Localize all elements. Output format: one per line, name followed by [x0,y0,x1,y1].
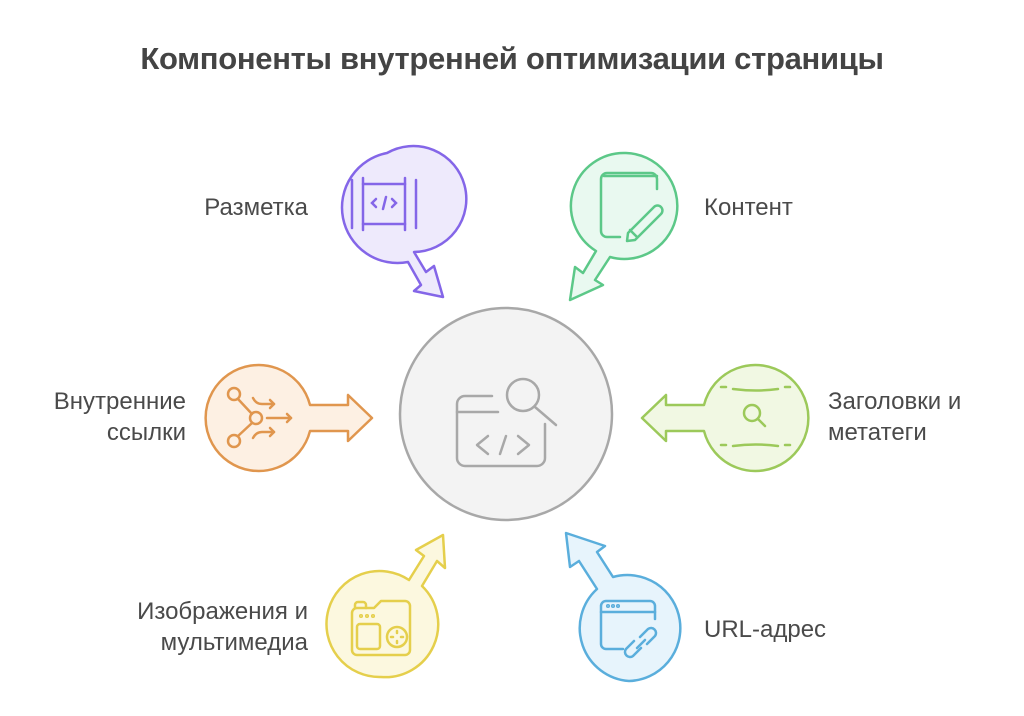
node-headings-meta [640,363,810,473]
label-images-media: Изображения и мультимедиа [137,598,308,656]
node-markup [340,144,468,299]
node-images-media [325,533,447,679]
browser-link-icon [599,599,658,659]
label-internal-links: Внутренние ссылки [53,388,186,446]
label-headings-meta: Заголовки и метатеги [828,388,962,446]
camera-icon [350,599,412,657]
code-frame-icon [350,176,418,232]
node-content [568,151,679,302]
label-url: URL-адрес [704,616,827,643]
center-node [398,306,614,522]
search-lines-icon [719,385,792,448]
diagram-title: Компоненты внутренней оптимизации страни… [140,41,884,76]
code-window-search-icon [455,377,558,468]
book-pencil-icon [599,171,664,243]
node-url [564,531,682,683]
branch-arrows-icon [226,386,293,449]
label-content: Контент [704,194,793,221]
label-markup: Разметка [204,194,308,221]
node-internal-links [204,363,374,473]
